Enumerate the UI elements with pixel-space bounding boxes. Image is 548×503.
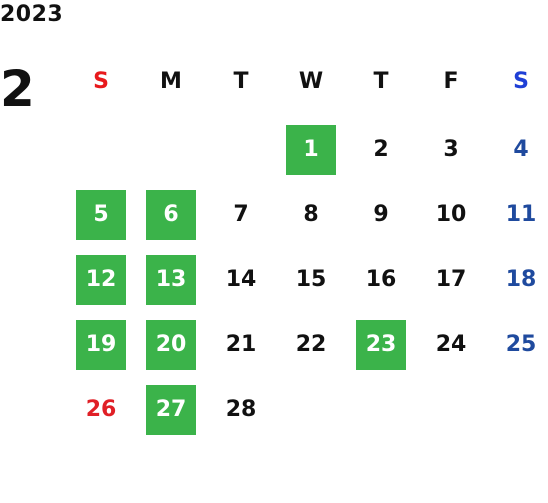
day-cell-27[interactable]: 27 <box>146 385 196 435</box>
day-cell-22[interactable]: 22 <box>295 332 327 357</box>
year-label: 2023 <box>0 2 64 27</box>
day-cell-5[interactable]: 5 <box>76 190 126 240</box>
weekday-header-saturday: S <box>513 69 529 94</box>
day-cell-15[interactable]: 15 <box>295 267 327 292</box>
weekday-header-sunday: S <box>93 69 109 94</box>
month-number: 2 <box>0 60 35 118</box>
day-cell-16[interactable]: 16 <box>365 267 397 292</box>
day-cell-3[interactable]: 3 <box>443 137 459 162</box>
day-cell-21[interactable]: 21 <box>225 332 257 357</box>
day-cell-6[interactable]: 6 <box>146 190 196 240</box>
day-cell-2[interactable]: 2 <box>373 137 389 162</box>
day-cell-24[interactable]: 24 <box>435 332 467 357</box>
day-cell-9[interactable]: 9 <box>373 202 389 227</box>
weekday-header-monday: M <box>160 69 182 94</box>
day-cell-10[interactable]: 10 <box>435 202 467 227</box>
day-cell-11[interactable]: 11 <box>505 202 537 227</box>
day-cell-28[interactable]: 28 <box>225 397 257 422</box>
weekday-header-wednesday: W <box>298 69 324 94</box>
day-cell-23[interactable]: 23 <box>356 320 406 370</box>
day-cell-14[interactable]: 14 <box>225 267 257 292</box>
weekday-header-thursday: T <box>373 69 389 94</box>
weekday-header-tuesday: T <box>233 69 249 94</box>
day-cell-20[interactable]: 20 <box>146 320 196 370</box>
day-cell-19[interactable]: 19 <box>76 320 126 370</box>
day-cell-7[interactable]: 7 <box>233 202 249 227</box>
day-cell-4[interactable]: 4 <box>513 137 529 162</box>
day-cell-13[interactable]: 13 <box>146 255 196 305</box>
day-cell-1[interactable]: 1 <box>286 125 336 175</box>
day-cell-25[interactable]: 25 <box>505 332 537 357</box>
day-cell-17[interactable]: 17 <box>435 267 467 292</box>
day-cell-8[interactable]: 8 <box>303 202 319 227</box>
day-cell-18[interactable]: 18 <box>505 267 537 292</box>
day-cell-12[interactable]: 12 <box>76 255 126 305</box>
day-cell-26[interactable]: 26 <box>85 397 117 422</box>
weekday-header-friday: F <box>443 69 459 94</box>
